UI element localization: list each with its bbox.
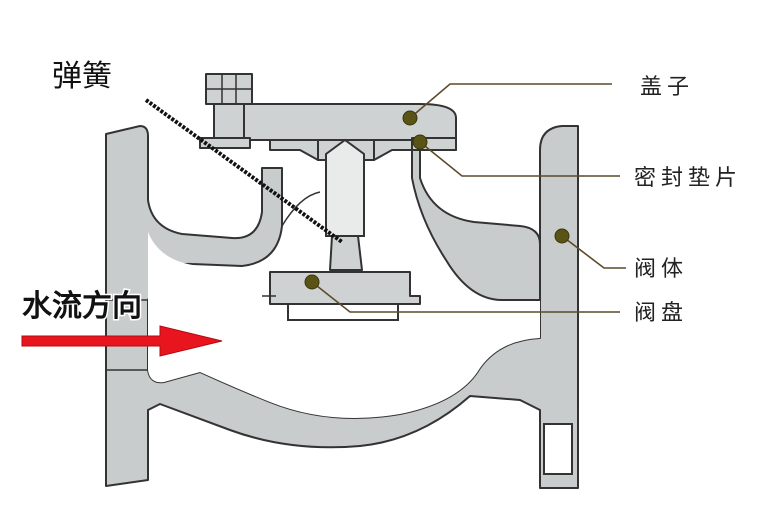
- spring-label: 弹簧: [52, 59, 112, 94]
- flow-arrow-icon: [21, 325, 223, 357]
- callout-valve-disc: 阀盘: [304, 274, 688, 326]
- callout-dot: [412, 134, 428, 150]
- callout-dot: [402, 110, 418, 126]
- callout-seal-gasket: 密封垫片: [412, 134, 742, 191]
- callout-dot: [554, 228, 570, 244]
- label-valve-body: 阀体: [634, 257, 688, 282]
- callout-dot: [304, 274, 320, 290]
- flow-direction: 水流方向: [21, 288, 223, 357]
- valve-body: [105, 125, 579, 489]
- valve-stem: [317, 138, 375, 271]
- label-cover: 盖子: [640, 75, 694, 100]
- flow-direction-label: 水流方向: [22, 289, 142, 324]
- spring: 弹簧: [52, 59, 344, 244]
- valve-cover: [199, 73, 457, 161]
- callout-valve-body: 阀体: [554, 228, 688, 282]
- callout-cover: 盖子: [402, 75, 694, 126]
- label-seal-gasket: 密封垫片: [634, 166, 742, 191]
- label-valve-disc: 阀盘: [634, 301, 688, 326]
